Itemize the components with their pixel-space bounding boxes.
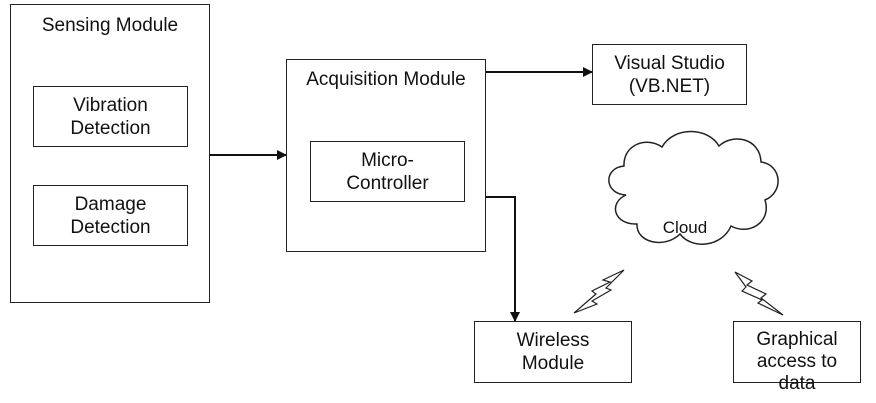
arrow-acquisition-to-wireless (486, 196, 520, 322)
micro-controller-box (310, 141, 465, 202)
micro-controller-label: Micro- Controller (346, 150, 429, 194)
damage-detection-box (33, 185, 188, 246)
graphical-access-label: Graphical access to data (756, 329, 838, 394)
sensing-module-label: Sensing Module (41, 15, 179, 36)
acquisition-module-label: Acquisition Module (306, 69, 466, 90)
lightning-bolt-right-icon (734, 271, 784, 316)
visual-studio-label: Visual Studio (VB.NET) (614, 53, 725, 97)
wireless-module-label: Wireless Module (516, 330, 590, 374)
sensing-module-box (10, 4, 210, 303)
lightning-bolt-left-icon (573, 269, 625, 314)
vibration-detection-box (33, 86, 188, 147)
cloud-shape (608, 130, 779, 245)
damage-detection-label: Damage Detection (70, 194, 151, 238)
cloud-label: Cloud (662, 218, 708, 237)
vibration-detection-label: Vibration Detection (70, 95, 151, 139)
visual-studio-box (592, 44, 747, 105)
wireless-module-box (474, 321, 632, 383)
graphical-access-box (733, 321, 861, 383)
